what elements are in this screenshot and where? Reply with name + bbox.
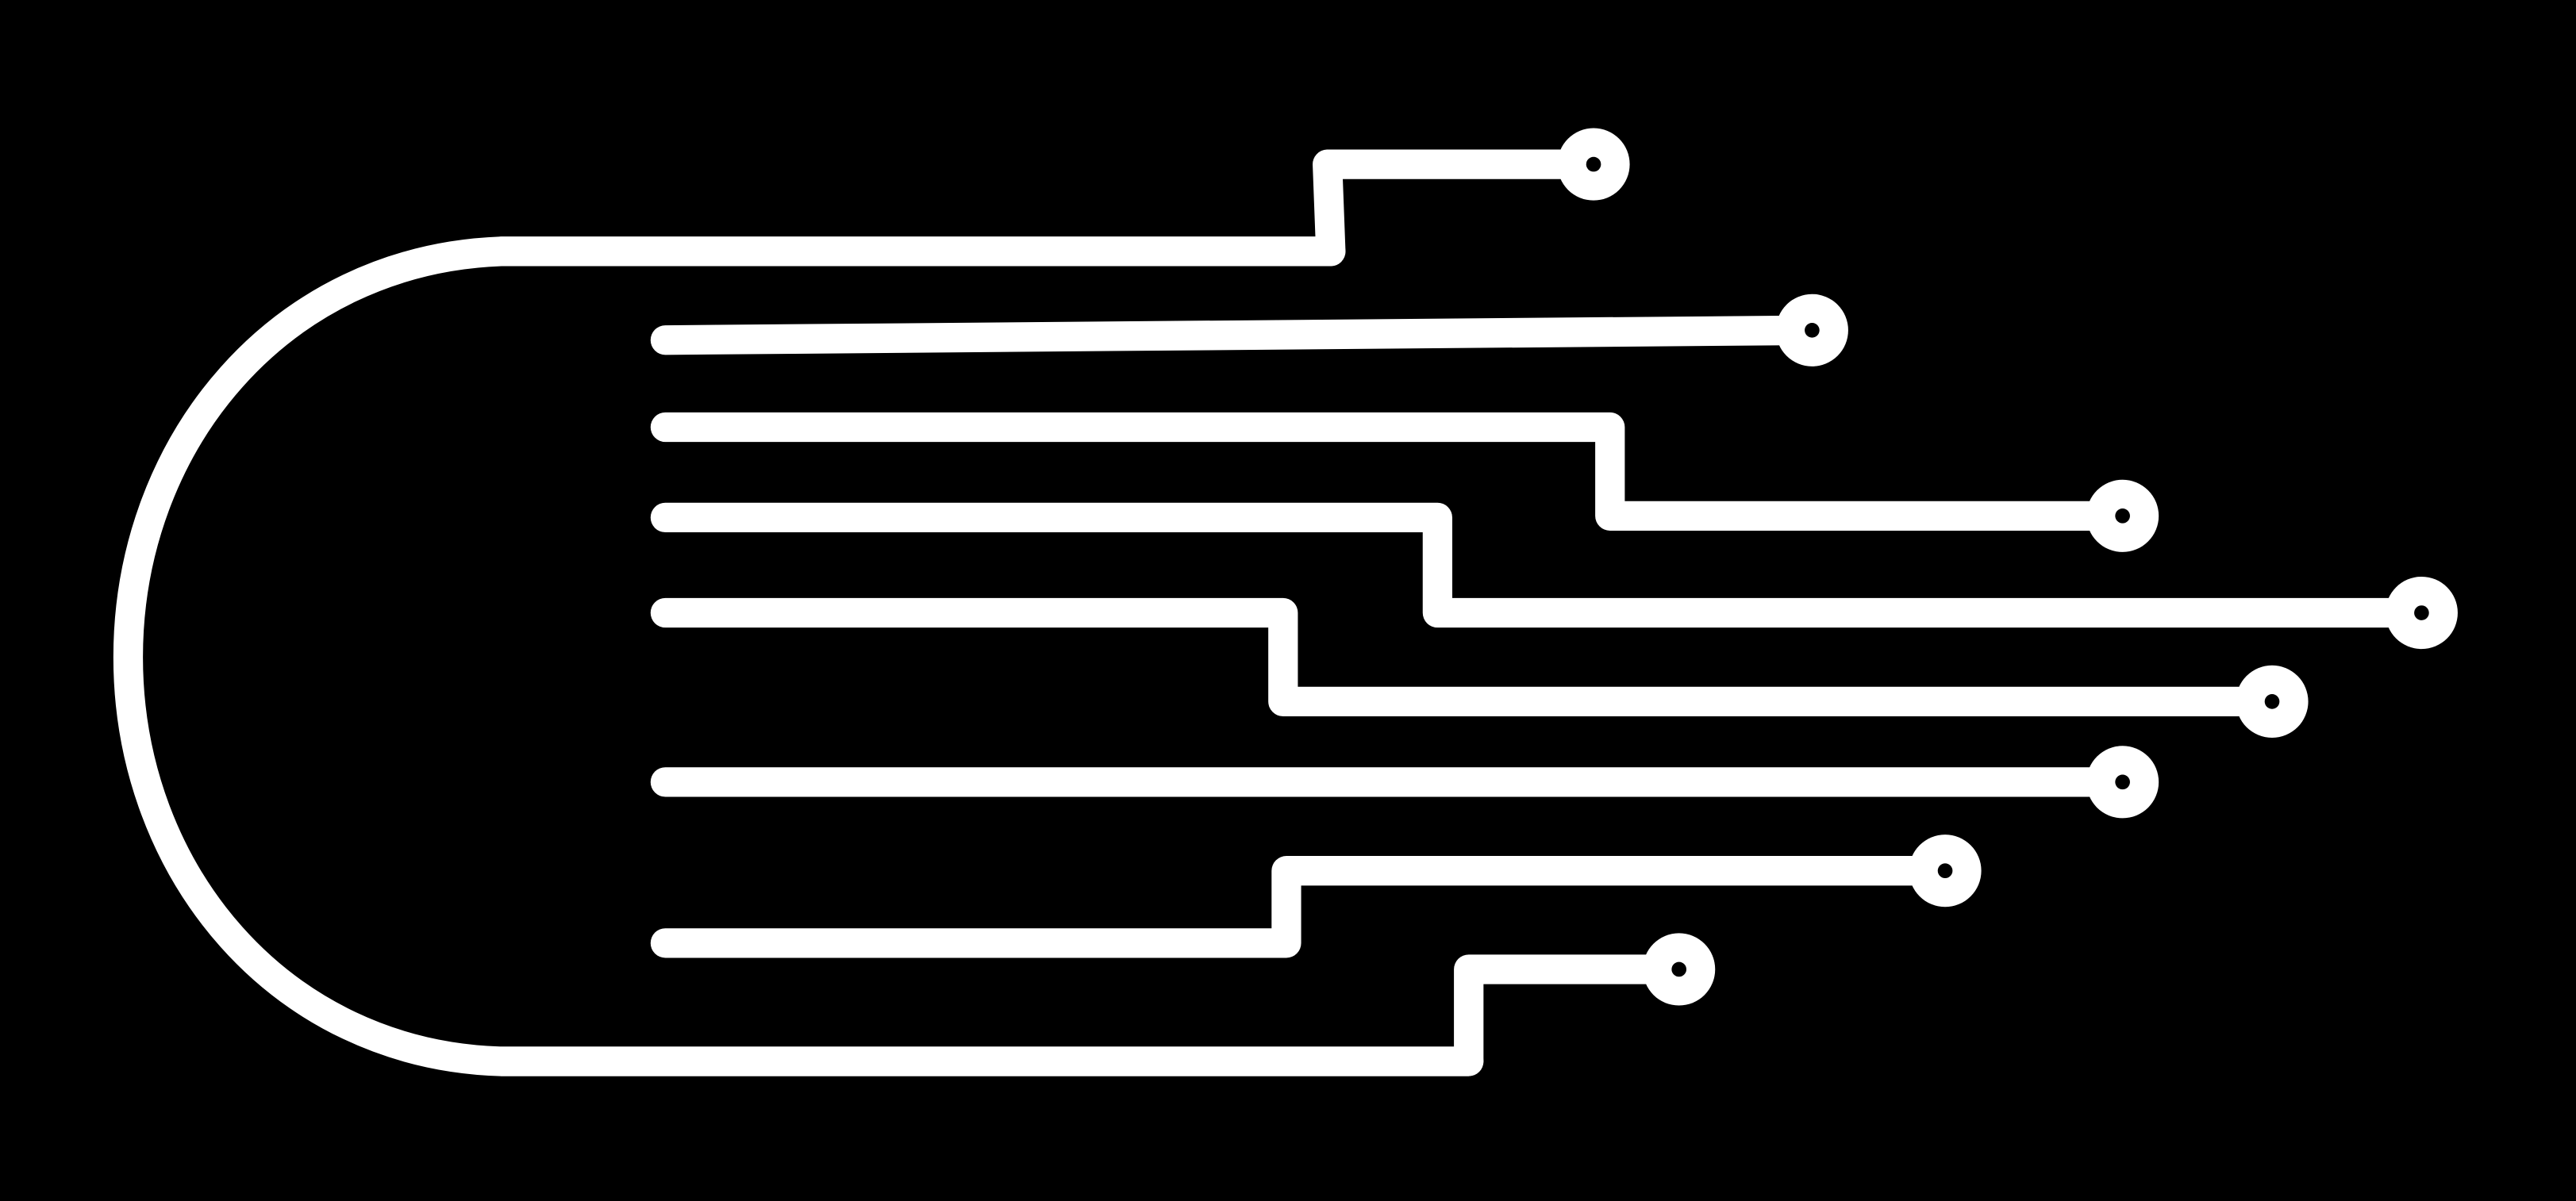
- trace-8: [486, 954, 1694, 1076]
- trace-5: [650, 597, 2287, 717]
- trace-1: [486, 149, 1609, 267]
- circuit-pads: [1557, 128, 2458, 1006]
- pad-icon: [1909, 835, 1982, 907]
- trace-7: [650, 856, 1960, 958]
- outer-arc: [113, 236, 1484, 1076]
- pad-icon: [2086, 746, 2159, 819]
- trace-4: [650, 502, 2437, 628]
- pad-icon: [1557, 128, 1630, 201]
- pad-icon: [2385, 576, 2458, 650]
- pad-icon: [1775, 294, 1848, 366]
- pad-icon: [2086, 479, 2159, 552]
- trace-3: [650, 412, 2138, 531]
- circuit-traces: [486, 149, 2437, 1076]
- trace-2: [650, 315, 1828, 355]
- outer-arc-trace: [113, 236, 1484, 1076]
- pad-icon: [2236, 665, 2309, 738]
- pad-icon: [1643, 933, 1716, 1006]
